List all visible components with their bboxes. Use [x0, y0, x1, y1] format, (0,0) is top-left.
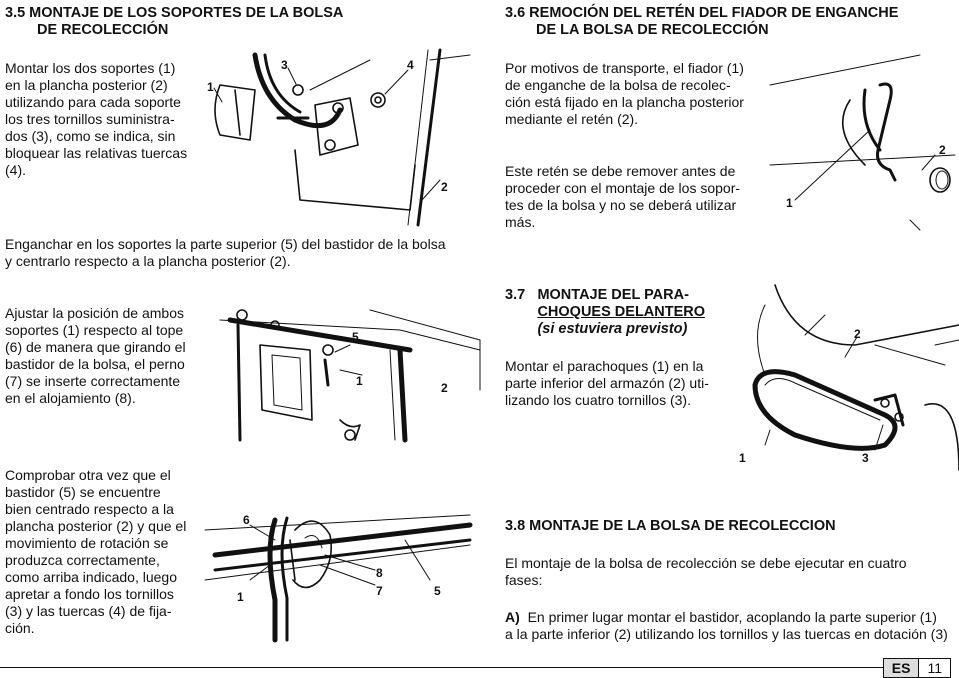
s37-p1-line: parte inferior del armazón (2) uti-	[505, 375, 709, 391]
s35-p4-line: bastidor (5) se encuentre	[5, 484, 161, 500]
s35-p4-line: (3) y las tuercas (4) de fija-	[5, 603, 172, 619]
fig1-label-2: 2	[441, 180, 448, 194]
s36-p1-line: de enganche de la bolsa de recolec-	[505, 77, 731, 93]
fig2-label-1: 1	[356, 374, 363, 388]
s36-p1-line: Por motivos de transporte, el fiador (1)	[505, 60, 744, 76]
s36-p1-line: mediante el retén (2).	[505, 111, 639, 127]
s35-p3-line: en el alojamiento (8).	[5, 390, 136, 406]
fig37-label-1: 1	[739, 451, 746, 465]
section-3-8-step-a: A) En primer lugar montar el bastidor, a…	[505, 609, 948, 642]
fig3-label-8: 8	[376, 566, 383, 580]
s36-p1-line: ción está fijado en la plancha posterior	[505, 94, 744, 110]
s35-p3-line: soportes (1) respecto al tope	[5, 322, 184, 338]
s35-p4-line: produzca correctamente,	[5, 552, 160, 568]
page-number: 11	[919, 658, 951, 678]
figure-supports-rear-plate	[213, 48, 471, 227]
figure-pin-slot	[204, 514, 473, 643]
s35-p1-line: utilizando para cada soporte	[5, 94, 181, 110]
s37-p1-line: lizando los cuatro tornillos (3).	[505, 392, 691, 408]
s38-p1-line: fases:	[505, 572, 543, 588]
section-3-5-paragraph-1: Montar los dos soportes (1)en la plancha…	[5, 60, 187, 179]
s36-p2-line: proceder con el montaje de los sopor-	[505, 180, 741, 196]
section-3-5-paragraph-2: Enganchar en los soportes la parte super…	[5, 236, 445, 270]
fig3-label-1: 1	[237, 590, 244, 604]
fig3-label-6: 6	[243, 513, 250, 527]
s35-p1-line: (4).	[5, 162, 26, 178]
s35-p1-line: dos (3), como se indica, sin	[5, 128, 176, 144]
s35-p4-line: apretar a fondo los tornillos	[5, 586, 174, 602]
fig1-label-1: 1	[207, 80, 214, 94]
footer-rule	[0, 667, 890, 668]
s35-p1-line: bloquear las relativas tuercas	[5, 145, 188, 161]
s35-p2-line: Enganchar en los soportes la parte super…	[5, 236, 446, 252]
s35-p4-line: como arriba indicado, luego	[5, 569, 177, 585]
fig2-label-2: 2	[441, 381, 448, 395]
s35-p4-line: bien centrado respecto a la	[5, 501, 174, 517]
s35-p1-line: en la plancha posterior (2)	[5, 77, 168, 93]
s35-p3-line: (7) se inserte correctamente	[5, 373, 181, 389]
s35-p4-line: plancha posterior (2) y que el	[5, 518, 187, 534]
s36-p2-line: tes de la bolsa y no se deberá utilizar	[505, 197, 737, 213]
fig36-label-1: 1	[786, 196, 793, 210]
fig2-label-5: 5	[352, 330, 359, 344]
section-3-8-paragraph-1: El montaje de la bolsa de recolección se…	[505, 555, 907, 589]
section-3-8-title: 3.8 MONTAJE DE LA BOLSA DE RECOLECCION	[505, 518, 836, 534]
fig37-label-2: 2	[854, 327, 861, 341]
s35-p1-line: Montar los dos soportes (1)	[5, 60, 176, 76]
section-3-6-paragraph-1: Por motivos de transporte, el fiador (1)…	[505, 60, 744, 128]
s35-p4-line: movimiento de rotación se	[5, 535, 169, 551]
s35-p3-line: (6) de manera que girando el	[5, 339, 186, 355]
s35-p3-line: Ajustar la posición de ambos	[5, 305, 184, 321]
s36-p2-line: Este retén se debe remover antes de	[505, 163, 736, 179]
s37-p1-line: Montar el parachoques (1) en la	[505, 358, 704, 374]
s35-p4-line: Comprobar otra vez que el	[5, 467, 171, 483]
figure-front-bumper	[752, 284, 959, 471]
language-badge: ES	[882, 658, 920, 678]
s35-p3-line: bastidor de la bolsa, el perno	[5, 356, 185, 372]
figure-hook-retainer	[769, 54, 956, 231]
fig1-label-4: 4	[407, 58, 414, 72]
fig36-label-2: 2	[939, 143, 946, 157]
section-3-6-title: 3.6 REMOCIÓN DEL RETÉN DEL FIADOR DE ENG…	[505, 5, 899, 38]
fig1-label-3: 3	[281, 58, 288, 72]
fig3-label-5: 5	[434, 584, 441, 598]
s35-p4-line: ción.	[5, 620, 35, 636]
figure-adjust-support	[219, 309, 481, 443]
section-3-7-title: 3.7 MONTAJE DEL PARA- CHOQUES DELANTERO …	[505, 287, 706, 337]
s38-p1-line: El montaje de la bolsa de recolección se…	[505, 555, 907, 571]
s35-p2-line: y centrarlo respecto a la plancha poster…	[5, 253, 291, 269]
page-footer: ES 11	[882, 658, 951, 678]
s35-p1-line: los tres tornillos suministra-	[5, 111, 175, 127]
section-3-5-title: 3.5 MONTAJE DE LOS SOPORTES DE LA BOLSA …	[5, 5, 344, 38]
s36-p2-line: más.	[505, 214, 536, 230]
fig37-label-3: 3	[862, 451, 869, 465]
fig3-label-7: 7	[376, 584, 383, 598]
